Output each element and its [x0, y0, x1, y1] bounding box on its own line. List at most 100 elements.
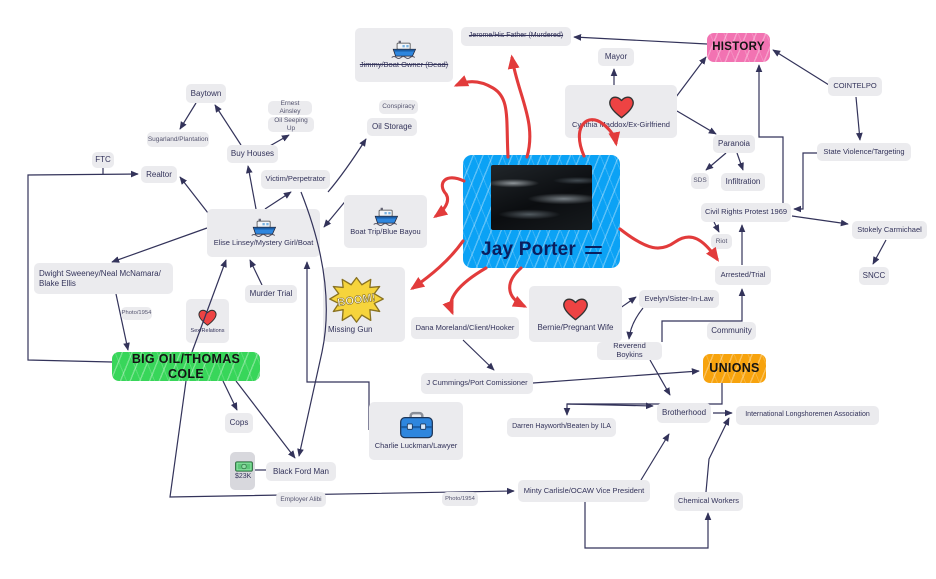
edge-big-oil-to-cops[interactable]	[222, 380, 238, 411]
edge-j-cummings-to-unions[interactable]	[532, 368, 700, 384]
node-reverend[interactable]: Reverend Boykins	[597, 341, 662, 360]
edge-cointelpo-to-state-violence[interactable]	[855, 96, 863, 141]
node-stokely[interactable]: Stokely Carmichael	[852, 221, 927, 239]
node-civil-rights[interactable]: Civil Rights Protest 1969	[701, 203, 791, 222]
node-employer-alibi[interactable]: Employer Alibi	[276, 492, 326, 507]
edge-cynthia-to-history[interactable]	[675, 56, 707, 98]
node-ila[interactable]: International Longshoremen Association	[736, 406, 879, 425]
buy-houses-label: Buy Houses	[230, 149, 275, 159]
edge-elise-to-realtor[interactable]	[179, 176, 209, 214]
jay-porter-photo	[491, 165, 592, 230]
edge-history-to-jerome[interactable]	[573, 34, 708, 45]
node-history[interactable]: HISTORY	[707, 33, 770, 62]
node-photo-1954-a[interactable]: Photo/1954	[121, 307, 152, 320]
node-unions[interactable]: UNIONS	[703, 354, 766, 383]
edge-civil-rights-to-riot[interactable]	[712, 221, 720, 233]
edge-cynthia-to-paranoia[interactable]	[676, 110, 717, 135]
state-violence-label: State Violence/Targeting	[823, 146, 905, 156]
node-big-oil[interactable]: BIG OIL/THOMAS COLE	[112, 352, 260, 381]
edge-cointelpo-to-history[interactable]	[772, 49, 830, 86]
node-boat-trip[interactable]: Boat Trip/Blue Bayou	[344, 195, 427, 248]
node-chemical[interactable]: Chemical Workers	[674, 492, 743, 511]
edge-elise-to-victim[interactable]	[264, 191, 292, 210]
edge-state-violence-to-civil-rights[interactable]	[793, 152, 817, 213]
node-riot[interactable]: Riot	[711, 234, 732, 249]
edge-jay-to-arrested[interactable]	[618, 227, 720, 262]
node-ernest[interactable]: Ernest Ainsley	[268, 100, 312, 115]
edge-civil-rights-to-stokely[interactable]	[791, 215, 849, 227]
node-conspiracy[interactable]: Conspiracy	[379, 100, 418, 114]
edge-paranoia-to-sds[interactable]	[705, 152, 727, 171]
node-jimmy[interactable]: Jimmy/Boat Owner (Dead)	[355, 28, 453, 82]
node-sex-relations[interactable]: Sex/Relations	[186, 299, 229, 343]
edge-buy-houses-to-baytown[interactable]	[214, 104, 242, 146]
node-sds[interactable]: SDS	[691, 173, 709, 189]
edge-jay-to-jimmy[interactable]	[453, 75, 510, 159]
edge-paranoia-to-infiltration[interactable]	[736, 152, 744, 171]
edge-chemical-to-ila[interactable]	[705, 417, 730, 493]
edge-victim-to-oil-storage[interactable]	[327, 138, 367, 193]
edge-jay-to-missing-gun[interactable]	[410, 239, 465, 291]
reverend-label: Reverend Boykins	[613, 341, 646, 359]
node-photo-1954-b[interactable]: Photo/1954	[442, 492, 478, 506]
node-community[interactable]: Community	[707, 322, 756, 340]
edge-jay-to-bernie[interactable]	[508, 266, 528, 308]
node-sugarland[interactable]: Sugarland/Plantation	[147, 132, 209, 147]
sds-label: SDS	[693, 177, 707, 185]
node-j-cummings[interactable]: J Cummings/Port Comissioner	[421, 373, 533, 394]
node-murder-trial[interactable]: Murder Trial	[245, 285, 297, 303]
edge-unions-to-brotherhood[interactable]	[566, 402, 654, 410]
node-state-violence[interactable]: State Violence/Targeting	[817, 143, 911, 161]
node-brotherhood[interactable]: Brotherhood	[657, 403, 711, 423]
node-baytown[interactable]: Baytown	[186, 84, 226, 103]
edge-jay-to-dana[interactable]	[442, 266, 488, 316]
ftc-label: FTC	[95, 155, 111, 165]
node-oil-seeping-up[interactable]: Oil Seeping Up	[268, 117, 314, 132]
node-buy-houses[interactable]: Buy Houses	[227, 145, 278, 163]
node-darren[interactable]: Darren Hayworth/Beaten by ILA	[507, 418, 616, 437]
node-evelyn[interactable]: Evelyn/Sister-In-Law	[639, 290, 719, 308]
node-oil-storage[interactable]: Oil Storage	[367, 118, 417, 136]
edge-dana-to-j-cummings[interactable]	[462, 339, 495, 371]
node-cointelpo[interactable]: COINTELPO	[828, 77, 882, 96]
node-dwight[interactable]: Dwight Sweeney/Neal McNamara/ Blake Elli…	[34, 263, 173, 294]
node-jerome[interactable]: Jerome/His Father (Murdered)	[461, 27, 571, 46]
edge-reverend-to-brotherhood[interactable]	[649, 359, 671, 396]
edge-evelyn-to-reverend[interactable]	[626, 307, 644, 340]
node-paranoia[interactable]: Paranoia	[713, 135, 755, 153]
edge-jay-to-boat-trip[interactable]	[433, 176, 466, 219]
node-jay[interactable]: Jay Porter	[463, 155, 620, 268]
node-dana[interactable]: Dana Moreland/Client/Hooker	[411, 317, 519, 339]
edge-elise-to-buy-houses[interactable]	[246, 165, 257, 210]
node-bernie[interactable]: Bernie/Pregnant Wife	[529, 286, 622, 342]
sncc-label: SNCC	[862, 271, 886, 281]
node-arrested[interactable]: Arrested/Trial	[715, 266, 771, 285]
edge-elise-to-dwight[interactable]	[111, 227, 208, 263]
edge-dwight-to-big-oil[interactable]	[115, 293, 130, 351]
j-cummings-label: J Cummings/Port Comissioner	[426, 378, 528, 388]
node-elise[interactable]: Elise Linsey/Mystery Girl/Boat	[207, 209, 320, 257]
node-mayor[interactable]: Mayor	[598, 48, 634, 66]
node-ftc[interactable]: FTC	[92, 152, 114, 168]
node-cynthia[interactable]: Cynthia Maddox/Ex-Girlfriend	[565, 85, 677, 138]
edge-jay-to-jerome[interactable]	[507, 54, 532, 159]
node-minty[interactable]: Minty Carlisle/OCAW Vice President	[518, 480, 650, 502]
unions-label: UNIONS	[709, 361, 760, 376]
node-charlie[interactable]: Charlie Luckman/Lawyer	[369, 402, 463, 460]
edge-murder-trial-to-elise[interactable]	[249, 259, 263, 286]
node-sncc[interactable]: SNCC	[859, 267, 889, 285]
jay-title-row: Jay Porter	[481, 239, 602, 261]
node-realtor[interactable]: Realtor	[141, 166, 177, 183]
node-black-ford[interactable]: Black Ford Man	[266, 462, 336, 481]
card-menu-icon[interactable]	[584, 243, 602, 258]
edge-minty-to-brotherhood[interactable]	[640, 433, 670, 481]
node-victim[interactable]: Victim/Perpetrator	[261, 170, 330, 189]
node-cash[interactable]: $23K	[230, 452, 255, 490]
heart-icon	[561, 296, 590, 322]
node-cops[interactable]: Cops	[225, 413, 253, 433]
edge-baytown-to-sugarland[interactable]	[179, 102, 197, 130]
edge-stokely-to-sncc[interactable]	[872, 239, 887, 265]
node-infiltration[interactable]: Infiltration	[721, 173, 765, 191]
node-missing-gun[interactable]: BOOM!Missing Gun	[323, 267, 405, 342]
